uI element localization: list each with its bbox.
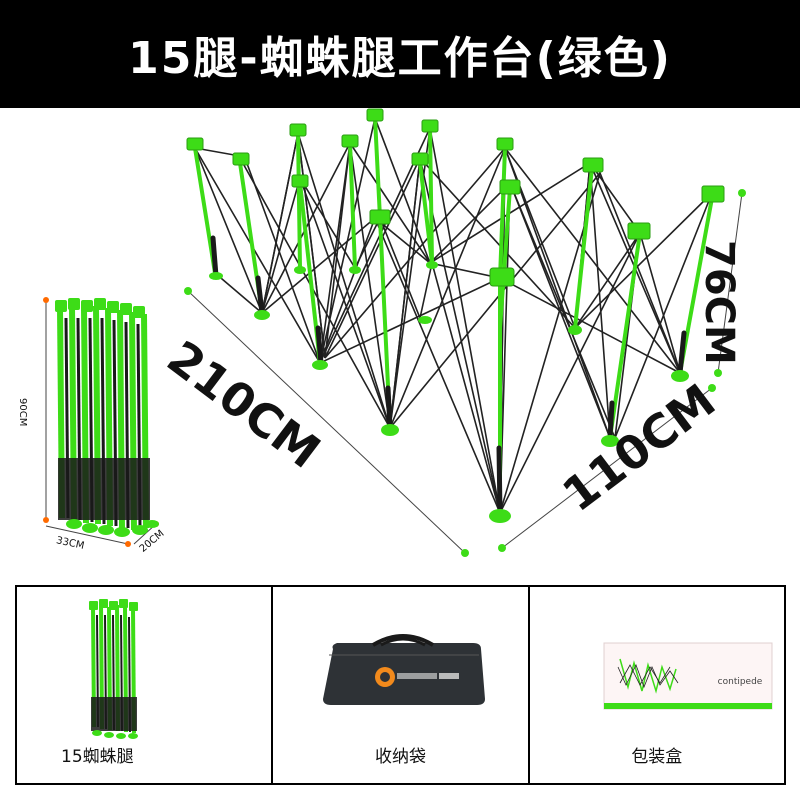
title-banner: 15腿-蜘蛛腿工作台(绿色): [0, 0, 800, 108]
leg-dark-segments: [210, 235, 687, 516]
folded-height-label: 90CM: [17, 398, 28, 427]
item-label-bag: 收纳袋: [374, 747, 426, 767]
folded-bundle: [55, 298, 159, 537]
leg-caps: [186, 108, 725, 287]
dimension-dots: [184, 189, 746, 557]
item-card-box: contipede 包装盒: [530, 587, 784, 783]
folded-legs-image: [89, 599, 138, 739]
height-dimension-label: 76CM: [696, 240, 742, 365]
item-label-box: 包装盒: [631, 747, 683, 767]
leg-feet: [209, 261, 689, 523]
product-hero: [0, 108, 800, 578]
item-card-bag: 收纳袋: [273, 587, 530, 783]
included-items: 15蜘蛛腿 收纳袋 contipede 包装盒: [15, 585, 786, 785]
dimension-guides: [45, 192, 743, 554]
item-card-legs: 15蜘蛛腿: [17, 587, 274, 783]
package-box-image: [603, 642, 773, 710]
storage-bag-image: [323, 634, 486, 705]
spider-leg-table-illustration: [43, 108, 746, 557]
item-label-legs: 15蜘蛛腿: [61, 747, 134, 767]
box-brand-text: contipede: [717, 677, 763, 687]
page-title: 15腿-蜘蛛腿工作台(绿色): [128, 33, 672, 84]
